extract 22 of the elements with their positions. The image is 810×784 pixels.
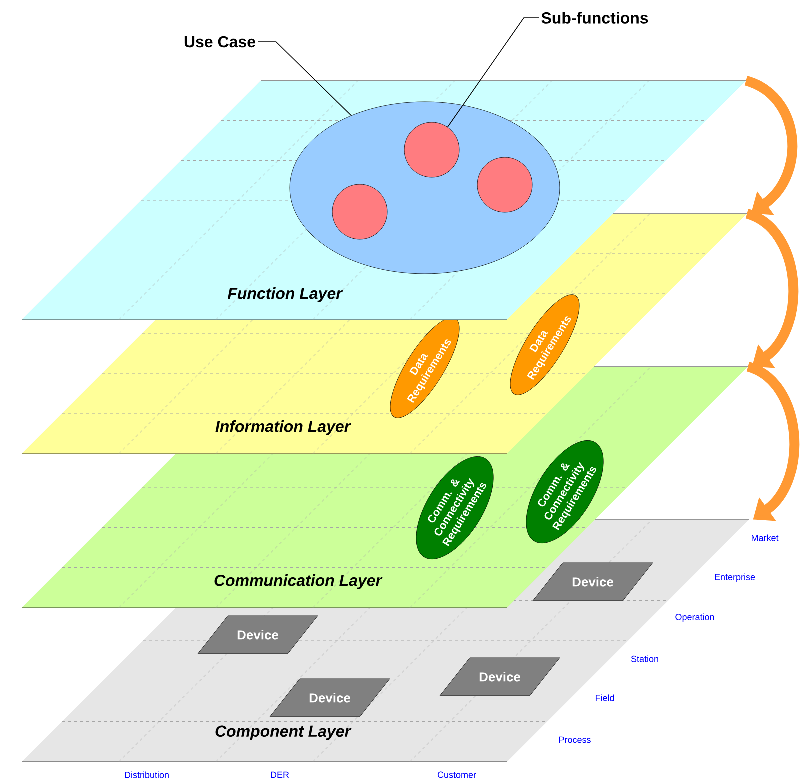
axis-label: Operation [676, 614, 714, 622]
callout-text: Use Case [184, 36, 256, 48]
device-box: Device [198, 616, 318, 654]
axis-label: DER [271, 772, 290, 778]
device-box: Device [532, 562, 654, 602]
axis-label: Distribution [125, 772, 169, 778]
axis-label: Field [596, 694, 614, 702]
axis-label: Station [631, 656, 658, 662]
curved-arrow [746, 362, 800, 522]
callout-text: Sub-functions [542, 12, 648, 24]
axis-label: Customer [438, 772, 476, 778]
sub-function-circle [404, 122, 460, 178]
leader-line [447, 18, 540, 128]
device-box: Device [440, 658, 560, 696]
leader-line [258, 42, 352, 116]
device-box: Device [270, 678, 390, 718]
axis-label: Market [752, 534, 779, 542]
curved-arrow [745, 209, 799, 368]
sub-function-circle [332, 184, 388, 240]
curved-arrow [744, 76, 798, 216]
sub-function-circle [477, 157, 533, 213]
axis-label: Process [560, 736, 591, 744]
